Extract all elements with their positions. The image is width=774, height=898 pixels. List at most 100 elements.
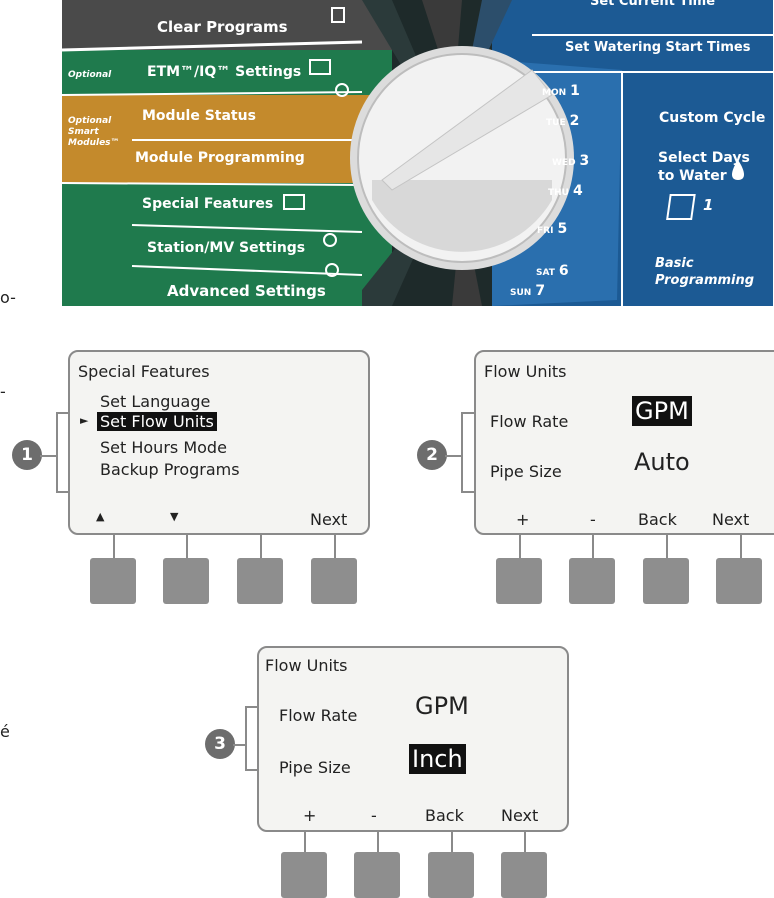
marker-leader xyxy=(245,769,257,771)
button-stem xyxy=(334,535,336,559)
button-stem xyxy=(186,535,188,559)
lcd-screen-3: Flow Units Flow Rate GPM Pipe Size Inch … xyxy=(257,646,569,832)
clear-programs-label: Clear Programs xyxy=(157,18,288,36)
module-programming-label: Module Programming xyxy=(135,150,305,166)
pipe-size-value[interactable]: Auto xyxy=(634,448,690,476)
button-stem xyxy=(260,535,262,559)
flow-rate-value[interactable]: GPM xyxy=(415,692,469,720)
special-features-label: Special Features xyxy=(142,196,274,212)
button-stem xyxy=(451,832,453,854)
softkey-back-label: Back xyxy=(425,806,464,825)
step-marker-1: 1 xyxy=(12,440,42,470)
step-marker-3: 3 xyxy=(205,729,235,759)
marker-leader xyxy=(56,491,68,493)
set-current-time-label: Set Current Time xyxy=(590,0,716,9)
selection-pointer-icon: ► xyxy=(80,414,89,427)
menu-item-backup-programs[interactable]: Backup Programs xyxy=(100,460,240,479)
basic-label: Basic xyxy=(655,256,694,271)
down-button[interactable] xyxy=(163,558,209,604)
lcd-screen-1: Special Features Set Language ► Set Flow… xyxy=(68,350,370,535)
menu-item-set-flow-units[interactable]: Set Flow Units xyxy=(97,412,217,431)
softkey-back-label: Back xyxy=(638,510,677,529)
cutoff-text-3: é xyxy=(0,722,10,741)
cutoff-text-2: - xyxy=(0,382,6,401)
pipe-size-value[interactable]: Inch xyxy=(409,744,466,774)
marker-leader-vertical xyxy=(461,412,463,492)
button-stem xyxy=(592,535,594,559)
softkey-next-label: Next xyxy=(310,510,348,529)
plus-button[interactable] xyxy=(496,558,542,604)
to-water-label: to Water xyxy=(658,168,727,184)
smart-optional-label: Optional xyxy=(68,116,112,126)
marker-leader xyxy=(445,455,463,457)
marker-leader xyxy=(40,455,58,457)
custom-cycle-label: Custom Cycle xyxy=(659,110,766,126)
marker-leader xyxy=(245,706,257,708)
lcd-screen-2: Flow Units Flow Rate GPM Pipe Size Auto … xyxy=(474,350,774,535)
minus-button[interactable] xyxy=(569,558,615,604)
programming-label: Programming xyxy=(655,273,755,288)
button-stem xyxy=(740,535,742,559)
softkey-plus-label: + xyxy=(303,806,317,825)
button-stem xyxy=(113,535,115,559)
next-button[interactable] xyxy=(501,852,547,898)
back-button[interactable] xyxy=(428,852,474,898)
step-marker-2: 2 xyxy=(417,440,447,470)
flow-rate-label: Flow Rate xyxy=(279,706,358,725)
softkey-plus-label: + xyxy=(516,510,530,529)
set-watering-start-times-label: Set Watering Start Times xyxy=(565,40,751,55)
screen-title: Special Features xyxy=(78,362,210,381)
panel-graphic xyxy=(62,0,773,306)
menu-item-set-hours-mode[interactable]: Set Hours Mode xyxy=(100,438,227,457)
blank-button[interactable] xyxy=(237,558,283,604)
up-button[interactable] xyxy=(90,558,136,604)
screen-title: Flow Units xyxy=(265,656,348,675)
next-button[interactable] xyxy=(716,558,762,604)
etm-settings-label: ETM™/IQ™ Settings xyxy=(147,64,302,80)
flow-rate-value[interactable]: GPM xyxy=(632,396,692,426)
calendar-icon: 1 xyxy=(703,196,714,214)
softkey-minus-label: - xyxy=(371,806,377,825)
pipe-size-label: Pipe Size xyxy=(490,462,562,481)
next-button[interactable] xyxy=(311,558,357,604)
down-arrow-icon: ▼ xyxy=(170,510,179,523)
etm-optional-label: Optional xyxy=(68,70,112,80)
button-stem xyxy=(666,535,668,559)
button-stem xyxy=(524,832,526,854)
modules-tm-label: Modules™ xyxy=(68,138,120,148)
button-stem xyxy=(304,832,306,854)
marker-leader xyxy=(233,744,247,746)
cutoff-text-1: o- xyxy=(0,288,16,307)
marker-leader xyxy=(461,491,474,493)
softkey-minus-label: - xyxy=(590,510,596,529)
softkey-next-label: Next xyxy=(712,510,750,529)
pipe-size-label: Pipe Size xyxy=(279,758,351,777)
marker-leader xyxy=(56,412,68,414)
screen-title: Flow Units xyxy=(484,362,567,381)
smart-label: Smart xyxy=(68,127,99,137)
plus-button[interactable] xyxy=(281,852,327,898)
module-status-label: Module Status xyxy=(142,108,256,124)
button-stem xyxy=(519,535,521,559)
controller-panel-photo: Clear Programs Optional ETM™/IQ™ Setting… xyxy=(62,0,773,306)
marker-leader-vertical xyxy=(245,706,247,770)
button-stem xyxy=(377,832,379,854)
station-mv-settings-label: Station/MV Settings xyxy=(147,240,306,256)
softkey-next-label: Next xyxy=(501,806,539,825)
back-button[interactable] xyxy=(643,558,689,604)
minus-button[interactable] xyxy=(354,852,400,898)
select-days-label: Select Days xyxy=(658,150,750,166)
marker-leader-vertical xyxy=(56,412,58,492)
up-arrow-icon: ▲ xyxy=(96,510,105,523)
advanced-settings-label: Advanced Settings xyxy=(167,282,326,300)
flow-rate-label: Flow Rate xyxy=(490,412,569,431)
marker-leader xyxy=(461,412,474,414)
menu-item-set-language[interactable]: Set Language xyxy=(100,392,211,411)
